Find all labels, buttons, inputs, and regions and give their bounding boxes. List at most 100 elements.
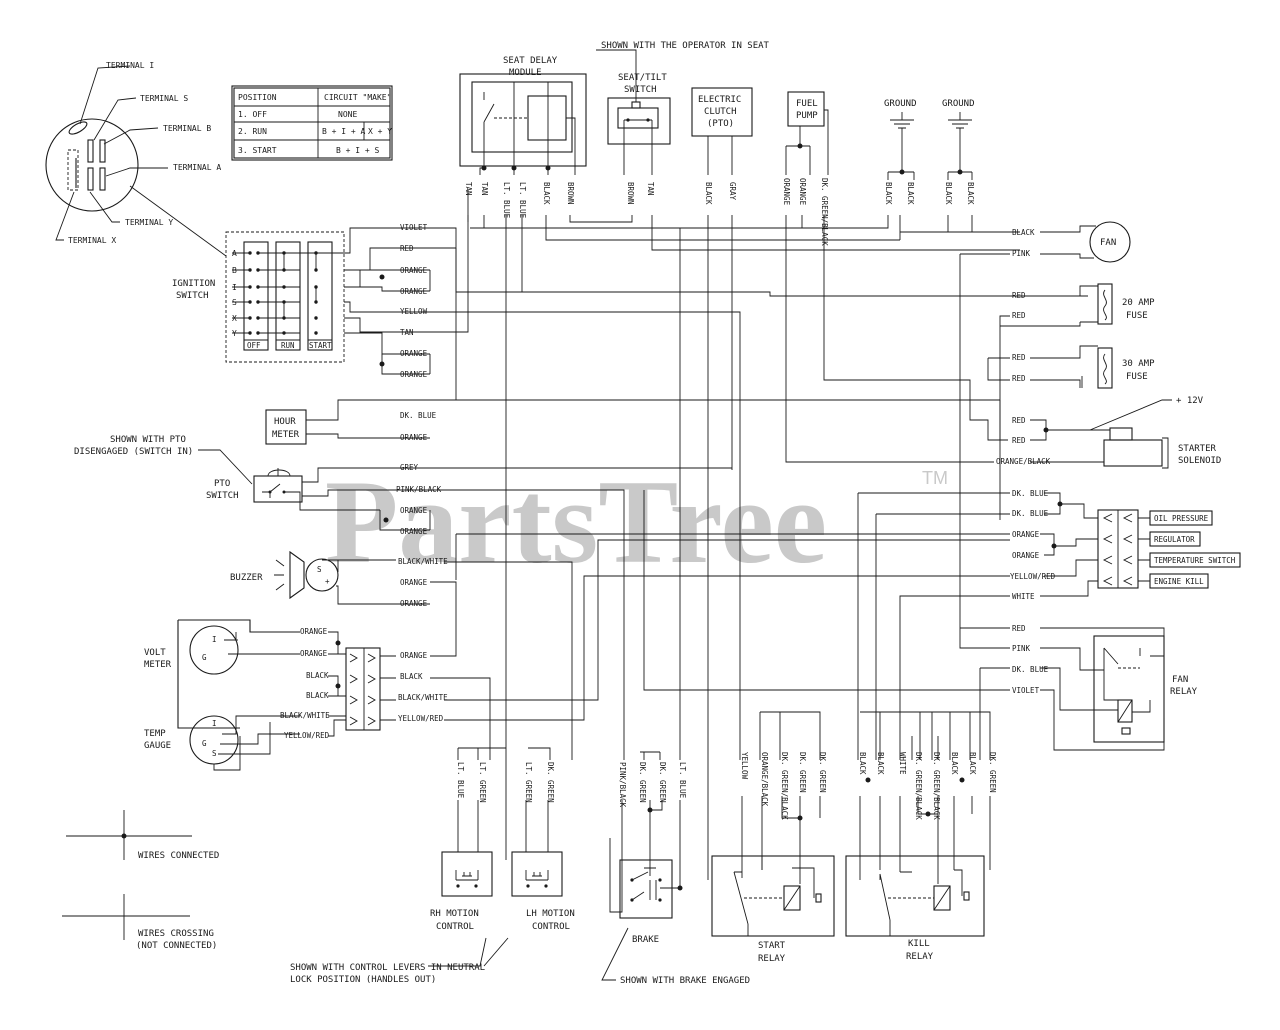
engine-sender-connector: OIL PRESSURE REGULATOR TEMPERATURE SWITC…: [1097, 509, 1241, 589]
watermark-brand: PartsTree: [325, 455, 827, 588]
kill-relay-label-2: RELAY: [906, 952, 934, 962]
wire-yellow-red-6: YELLOW/RED: [1010, 572, 1056, 581]
terminal-a-pin: [99, 167, 106, 191]
wire-orange-1: ORANGE: [400, 266, 428, 275]
table-header-circuit: CIRCUIT "MAKE": [324, 93, 391, 102]
svg-text:BLACK: BLACK: [876, 752, 885, 775]
seat-switch-title-2: SWITCH: [624, 85, 657, 95]
wire-pink-black-pto: PINK/BLACK: [396, 485, 442, 494]
engine-kill-label: ENGINE KILL: [1154, 577, 1204, 586]
wire-orange-2: ORANGE: [400, 287, 428, 296]
starter-solenoid: + 12V STARTER SOLENOID: [1030, 396, 1221, 469]
electric-clutch: ELECTRIC CLUTCH (PTO): [691, 87, 753, 175]
levers-note-2: LOCK POSITION (HANDLES OUT): [290, 975, 436, 985]
svg-text:DK. GREEN/BLACK: DK. GREEN/BLACK: [914, 752, 923, 820]
kill-relay-label-1: KILL: [908, 939, 930, 949]
svg-text:DK. GREEN: DK. GREEN: [658, 762, 667, 803]
wire-orange-gauge-2: ORANGE: [300, 649, 328, 658]
wire-orange-gauge-1: ORANGE: [300, 627, 328, 636]
ign-letter-s: S: [232, 298, 237, 307]
ground-2: GROUND: [942, 99, 975, 180]
start-relay-label-2: RELAY: [758, 954, 786, 964]
svg-text:S: S: [317, 565, 322, 574]
svg-text:BLACK: BLACK: [944, 182, 953, 205]
pto-switch: SHOWN WITH PTO DISENGAGED (SWITCH IN) PT…: [74, 435, 732, 511]
operator-seat-note: SHOWN WITH THE OPERATOR IN SEAT: [601, 41, 770, 51]
svg-text:LT. GREEN: LT. GREEN: [478, 762, 487, 803]
seat-delay-title-1: SEAT DELAY: [503, 56, 558, 66]
table-row-off: 1. OFF: [238, 110, 267, 119]
wire-yellow-red-gauge: YELLOW/RED: [284, 731, 330, 740]
watermark: PartsTree TM: [325, 455, 948, 588]
svg-text:BLACK: BLACK: [542, 182, 551, 205]
fuse-20-amp: 20 AMP FUSE: [999, 283, 1155, 440]
key-switch-body: [45, 118, 139, 212]
svg-text:BROWN: BROWN: [626, 182, 635, 205]
wire-orange-5: ORANGE: [400, 651, 428, 660]
regulator-box: [1149, 531, 1201, 547]
wire-red-1: RED: [400, 244, 414, 253]
terminal-x-label: TERMINAL X: [68, 236, 116, 245]
wire-dk-blue-fan-relay: DK. BLUE: [1012, 665, 1049, 674]
ground-label-1: GROUND: [884, 99, 917, 109]
ground-label-2: GROUND: [942, 99, 975, 109]
clutch-title-1: ELECTRIC: [698, 95, 741, 105]
wire-orange-6: ORANGE: [1012, 530, 1040, 539]
wire-red-fan-relay: RED: [1012, 624, 1026, 633]
ign-letter-b: B: [232, 266, 237, 275]
fuse20-label-2: FUSE: [1126, 311, 1148, 321]
svg-text:DK. GREEN: DK. GREEN: [638, 762, 647, 803]
wire-black-gauge-1: BLACK: [306, 671, 329, 680]
fuel-pump-title-2: PUMP: [796, 111, 818, 121]
terminal-y-pin: [87, 167, 94, 191]
wire-violet-1: VIOLET: [400, 223, 428, 232]
wire-dk-blue-hour: DK. BLUE: [400, 411, 437, 420]
fuel-pump: FUEL PUMP: [785, 91, 829, 175]
volt-label-1: VOLT: [144, 648, 166, 658]
table-row-run-circuit-a: B + I + A: [322, 127, 366, 136]
wire-orange-pto-1: ORANGE: [400, 506, 428, 515]
bottom-harness: [457, 228, 991, 760]
starter-label-1: STARTER: [1178, 444, 1217, 454]
seat-delay-title-2: MODULE: [509, 68, 542, 78]
svg-text:LT. BLUE: LT. BLUE: [518, 182, 527, 219]
seat-switch-title-1: SEAT/TILT: [618, 73, 667, 83]
lh-motion-label-2: CONTROL: [532, 922, 570, 932]
wire-yellow-1: YELLOW: [400, 307, 428, 316]
bottom-connector-labels: LT. BLUE LT. GREEN LT. GREEN DK. GREEN P…: [456, 752, 997, 820]
temperature-switch-label: TEMPERATURE SWITCH: [1154, 556, 1236, 565]
rh-motion-label-1: RH MOTION: [430, 909, 479, 919]
svg-text:ORANGE: ORANGE: [782, 178, 791, 206]
wire-pink-fan-relay: PINK: [1012, 644, 1031, 653]
terminal-s-label: TERMINAL S: [140, 94, 188, 103]
table-row-start: 3. START: [238, 146, 277, 155]
fan: FAN: [1040, 221, 1131, 263]
svg-text:BROWN: BROWN: [566, 182, 575, 205]
svg-text:TAN: TAN: [646, 182, 655, 196]
ground-1: GROUND: [884, 99, 917, 180]
oil-pressure-box: [1149, 510, 1213, 526]
svg-text:G: G: [202, 739, 207, 748]
wire-grey-pto: GREY: [400, 463, 419, 472]
hour-meter-label-1: HOUR: [274, 417, 296, 427]
wire-black-5: BLACK: [400, 672, 423, 681]
wire-orange-buzzer-1: ORANGE: [400, 578, 428, 587]
svg-text:BLACK: BLACK: [966, 182, 975, 205]
oil-pressure-label: OIL PRESSURE: [1154, 514, 1209, 523]
svg-text:LT. BLUE: LT. BLUE: [456, 762, 465, 799]
svg-text:BLACK: BLACK: [858, 752, 867, 775]
wire-yellow-red-5: YELLOW/RED: [398, 714, 444, 723]
temp-label-1: TEMP: [144, 729, 166, 739]
wire-black-white-gauge: BLACK/WHITE: [280, 711, 330, 720]
wire-black-fan: BLACK: [1012, 228, 1035, 237]
wire-black-gauge-2: BLACK: [306, 691, 329, 700]
rh-motion-label-2: CONTROL: [436, 922, 474, 932]
volt-label-2: METER: [144, 660, 172, 670]
wire-orange-hour: ORANGE: [400, 433, 428, 442]
svg-text:BLACK: BLACK: [704, 182, 713, 205]
svg-text:S: S: [212, 749, 217, 758]
wire-red-6: RED: [1012, 436, 1026, 445]
svg-text:I: I: [212, 635, 217, 644]
svg-text:WHITE: WHITE: [898, 752, 907, 775]
